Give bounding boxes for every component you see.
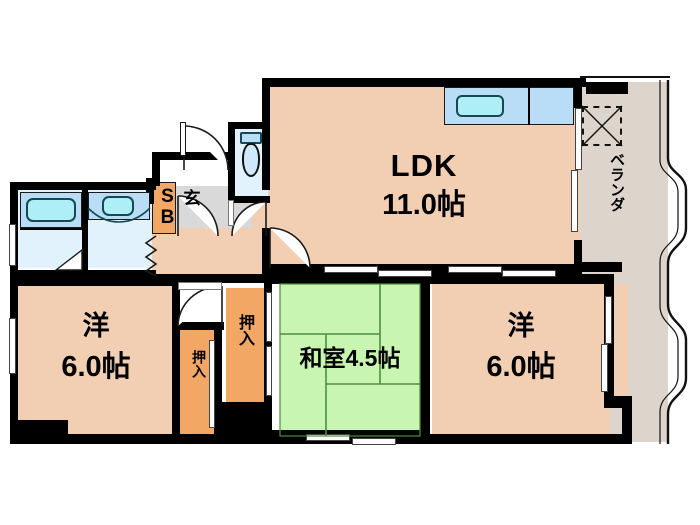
- wall-bedroom-right-outer2: [622, 396, 632, 442]
- shoe-box: [152, 182, 176, 234]
- wall-top-ldk: [262, 78, 586, 87]
- wall-hall-top: [152, 152, 230, 160]
- wall-bedroom-left-notch: [10, 420, 68, 436]
- bedroom-left-door-swing: [177, 285, 223, 327]
- sliding-door-ldk-to-bedroomright-a[interactable]: [448, 266, 502, 273]
- room-bedroom-right-notch: [432, 284, 628, 404]
- washroom-hall-open-edge: [144, 235, 158, 277]
- wall-ldk-right: [574, 78, 582, 108]
- bedroom-left-open-edge: [144, 236, 145, 237]
- wall-hall-left-low: [146, 178, 154, 204]
- wall-ldk-left: [262, 78, 270, 190]
- tatami-mat-lines: [279, 283, 421, 437]
- wall-bath-divider: [82, 190, 88, 270]
- closet-large-front-b[interactable]: [266, 346, 272, 396]
- wall-veranda-separator: [580, 262, 622, 272]
- label-bedroom-left-name: 洋: [82, 311, 110, 341]
- label-washitsu: 和室4.5帖: [299, 345, 401, 371]
- label-ldk-name: LDK: [390, 148, 458, 183]
- label-shoe-box: SB: [157, 186, 178, 228]
- veranda-door-bedroomright-a[interactable]: [605, 296, 612, 344]
- window-washitsu-south-a[interactable]: [306, 434, 350, 441]
- wall-ldk-right-lower: [574, 240, 582, 272]
- window-washitsu-south-b[interactable]: [352, 438, 396, 445]
- toilet-bowl: [242, 143, 260, 177]
- veranda-railing-outline: [659, 80, 688, 444]
- veranda-floor: [580, 82, 668, 274]
- label-entrance: 玄: [183, 189, 201, 208]
- wall-closet-left: [172, 322, 224, 330]
- room-washitsu-floor: [280, 284, 420, 436]
- label-bedroom-right-area: 6.0帖: [486, 351, 556, 383]
- sliding-door-ldk-to-washitsu-b[interactable]: [378, 270, 432, 277]
- closet-small: [180, 330, 214, 436]
- ac-slab-box: [582, 106, 622, 146]
- hall-door-swing: [177, 195, 219, 237]
- kitchen-sink-basin: [456, 95, 504, 117]
- closet-large-front-a[interactable]: [266, 292, 272, 342]
- bath-door-line: [20, 228, 82, 230]
- room-bedroom-left-floor: [16, 284, 176, 436]
- veranda-top-edge-line: [580, 76, 670, 78]
- wall-ldk-bottom: [262, 264, 582, 274]
- bath-door-swing: [53, 248, 83, 271]
- wall-bedroom-right-top: [424, 274, 614, 284]
- label-veranda: ベランダ: [608, 152, 625, 212]
- ldk-door-swing: [269, 227, 311, 269]
- label-ldk-area: 11.0帖: [382, 189, 466, 221]
- closet-small-front[interactable]: [209, 340, 215, 428]
- veranda-door-ldk-b[interactable]: [571, 170, 578, 232]
- sliding-door-ldk-to-washitsu-a[interactable]: [324, 266, 378, 273]
- wall-bedroom-left-right: [172, 278, 180, 442]
- window-washroom-west[interactable]: [9, 224, 16, 266]
- wall-ldk-left-lower: [262, 228, 270, 270]
- wall-toilet-top: [228, 122, 270, 129]
- wall-toilet-left: [228, 122, 235, 202]
- wall-toilet-bottom: [228, 196, 270, 203]
- bedroom-left-door-head: [178, 282, 222, 290]
- entrance-door-leaf: [180, 122, 186, 156]
- entrance-door-swing: [183, 125, 229, 171]
- wall-hall-left-top: [152, 152, 160, 186]
- wall-bath-bottom: [10, 270, 156, 278]
- toilet-door-leaf: [228, 200, 234, 226]
- label-bedroom-right-name: 洋: [507, 311, 535, 341]
- label-closet-small: 押入: [191, 350, 207, 378]
- toilet-door-swing: [231, 201, 267, 237]
- wall-hall-bottom: [152, 274, 270, 283]
- label-closet-large: 押入: [236, 314, 253, 346]
- bathtub: [26, 198, 76, 222]
- wash-basin: [102, 196, 134, 216]
- label-bedroom-left-area: 6.0帖: [61, 351, 131, 383]
- wall-bath-top: [10, 182, 156, 190]
- veranda-door-ldk-a[interactable]: [575, 108, 582, 170]
- veranda-door-bedroomright-b[interactable]: [601, 344, 608, 392]
- vanity-curve: [87, 207, 151, 223]
- wall-bedroom-left-top: [10, 278, 180, 286]
- kitchen-counter-split: [528, 87, 530, 125]
- window-bedroom-left-west[interactable]: [9, 318, 16, 374]
- wall-washitsu-right: [420, 274, 430, 438]
- wall-washitsu-top: [264, 274, 432, 284]
- wall-closet-foot: [222, 402, 270, 438]
- sliding-door-ldk-to-bedroomright-b[interactable]: [502, 270, 556, 277]
- wall-veranda-top-stub: [586, 82, 628, 94]
- ac-slab-cross-icon: [581, 105, 623, 147]
- wall-closet-mid: [214, 322, 222, 438]
